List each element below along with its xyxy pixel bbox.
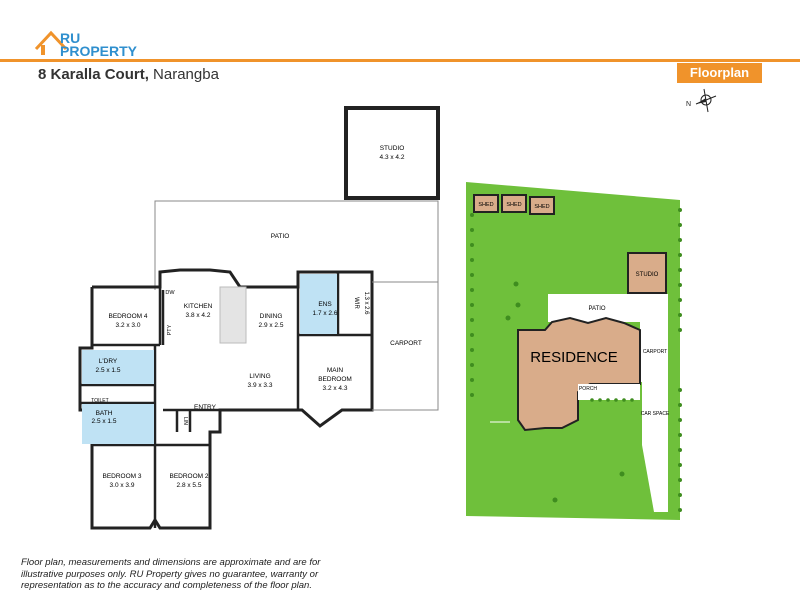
logo-line2: PROPERTY (60, 43, 138, 59)
bath-tile (82, 404, 154, 444)
lin-label: LIN (182, 417, 188, 425)
kitchen-dims: 3.8 x 4.2 (186, 312, 211, 319)
house-outer-walls (78, 268, 374, 530)
address-street: 8 Karalla Court, (38, 66, 149, 83)
interior-walls (80, 272, 372, 528)
shed-2 (501, 194, 527, 213)
studio-label: STUDIO (380, 145, 405, 152)
logo-text: RU PROPERTY (60, 30, 138, 59)
dining-label: DINING (260, 313, 283, 320)
site-car-space-label: CAR SPACE (641, 411, 670, 417)
bath-label: BATH (96, 410, 113, 417)
main-bedroom-label2: BEDROOM (318, 376, 352, 383)
residence-label: RESIDENCE (530, 349, 618, 366)
shed3-label: SHED (534, 204, 549, 210)
main-bedroom-label: MAIN (327, 367, 344, 374)
bedroom4-label: BEDROOM 4 (108, 313, 147, 320)
patio-outline (154, 200, 439, 300)
bath-dims: 2.5 x 1.5 (92, 418, 117, 425)
driveway (642, 382, 668, 512)
logo-line1: RU (60, 30, 81, 46)
main-bedroom-dims: 3.2 x 4.3 (323, 385, 348, 392)
kitchen-label: KITCHEN (184, 303, 213, 310)
header-rule (0, 59, 800, 62)
ru-property-logo (34, 30, 68, 55)
laundry-tile (82, 350, 154, 384)
carport-outline (372, 281, 439, 411)
bedroom3-label: BEDROOM 3 (102, 473, 141, 480)
ldry-dims: 2.5 x 1.5 (96, 367, 121, 374)
compass-north-label: N (686, 101, 691, 108)
wir-label: WIR (353, 297, 359, 309)
toilet-label: TOILET (91, 398, 108, 404)
kitchen-island (219, 286, 247, 344)
pty-label: PTY (167, 324, 173, 335)
site-studio (627, 252, 667, 294)
ensuite-tile (300, 274, 337, 334)
front-hedge-dots (590, 398, 634, 402)
floorplan-badge: Floorplan (677, 63, 762, 83)
patio-label: PATIO (271, 233, 290, 240)
living-dims: 3.9 x 3.3 (248, 382, 273, 389)
living-label: LIVING (249, 373, 270, 380)
shed-1 (473, 194, 499, 213)
wir-dims: 1.3 x 2.6 (363, 291, 369, 315)
site-carport-label: CARPORT (643, 349, 667, 355)
ens-dims: 1.7 x 2.6 (313, 310, 338, 317)
disclaimer-text: Floor plan, measurements and dimensions … (21, 557, 321, 591)
dining-dims: 2.9 x 2.5 (259, 322, 284, 329)
site-carport (640, 322, 668, 382)
site-studio-label: STUDIO (636, 272, 659, 278)
bedroom2-dims: 2.8 x 5.5 (177, 482, 202, 489)
site-porch-label: PORCH (579, 386, 597, 392)
shed1-label: SHED (478, 202, 493, 208)
entry-label: ENTRY (194, 404, 217, 411)
bedroom3-dims: 3.0 x 3.9 (110, 482, 135, 489)
site-patio-label: PATIO (588, 306, 605, 312)
property-address: 8 Karalla Court, Narangba (38, 66, 219, 83)
site-porch (578, 384, 640, 400)
studio-room (344, 106, 440, 200)
studio-dims: 4.3 x 4.2 (380, 154, 405, 161)
carport-label: CARPORT (390, 340, 422, 347)
shed2-label: SHED (506, 202, 521, 208)
dw-label: DW (165, 290, 175, 296)
bedroom2-label: BEDROOM 2 (169, 473, 208, 480)
site-patio (548, 294, 668, 322)
ens-label: ENS (318, 301, 332, 308)
bedroom4-dims: 3.2 x 3.0 (116, 322, 141, 329)
address-suburb: Narangba (153, 66, 219, 83)
compass-icon: N (686, 88, 717, 113)
hedge-dots (470, 208, 682, 512)
ldry-label: L'DRY (99, 358, 118, 365)
house-roof-icon (34, 30, 68, 51)
shed-3 (529, 196, 555, 215)
